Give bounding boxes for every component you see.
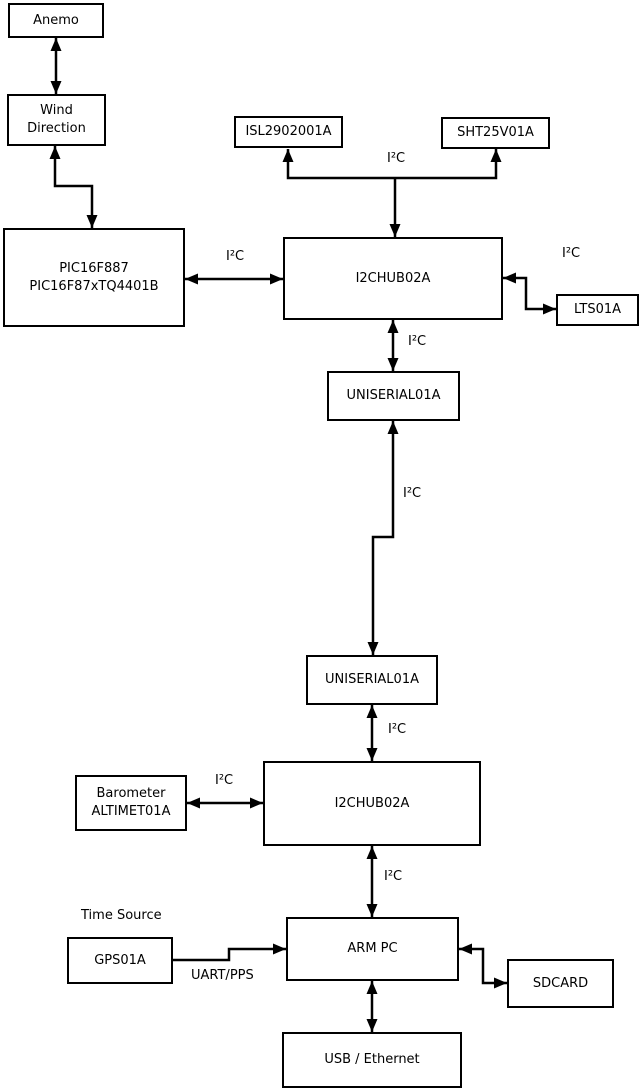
box-uniserial-2-label: UNISERIAL01A xyxy=(325,672,419,687)
box-anemometer-label: Anemo xyxy=(33,12,79,28)
connector-hub1-lts xyxy=(503,272,556,315)
box-pic-line1: PIC16F887 xyxy=(59,260,129,276)
label-i2c-hub-lts: I²C xyxy=(562,246,581,261)
connector-pic-hub1 xyxy=(185,273,283,285)
box-lts01a: LTS01A xyxy=(556,294,639,326)
box-sdcard-label: SDCARD xyxy=(532,975,589,991)
box-usb-ethernet-label: USB / Ethernet xyxy=(324,1052,420,1067)
box-wind-direction: Wind Direction xyxy=(7,94,106,146)
box-lts01a-label: LTS01A xyxy=(573,302,622,317)
box-uniserial-2: UNISERIAL01A xyxy=(306,655,438,705)
box-sht25v01a-label: SHT25V01A xyxy=(457,125,534,140)
box-i2c-hub-2-label: I2CHUB02A xyxy=(334,795,410,811)
box-arm-pc: ARM PC xyxy=(286,917,459,981)
box-wind-direction-line2: Direction xyxy=(27,121,86,136)
box-usb-ethernet: USB / Ethernet xyxy=(282,1032,462,1088)
connector-armpc-sdcard xyxy=(459,943,507,989)
label-uart-pps: UART/PPS xyxy=(191,968,254,983)
connector-hub1-uniserial1 xyxy=(387,320,399,371)
box-barometer-line2: ALTIMET01A xyxy=(91,804,171,819)
connector-uniserial-link xyxy=(367,421,399,655)
box-i2c-hub-1-label: I2CHUB02A xyxy=(355,270,431,286)
label-i2c-hub-uniserial: I²C xyxy=(408,334,427,349)
connector-anemo-wind xyxy=(50,38,62,94)
box-pic-microcontroller: PIC16F887 PIC16F87xTQ4401B xyxy=(3,228,185,327)
box-gps01a-label: GPS01A xyxy=(94,952,146,968)
box-i2c-hub-2: I2CHUB02A xyxy=(263,761,481,846)
box-pic-line2: PIC16F87xTQ4401B xyxy=(29,278,159,294)
label-i2c-pic-hub: I²C xyxy=(226,249,245,264)
label-i2c-isl-sht-bus: I²C xyxy=(387,151,406,166)
box-barometer-line1: Barometer xyxy=(96,786,166,801)
box-uniserial-1-label: UNISERIAL01A xyxy=(346,388,441,403)
box-sdcard: SDCARD xyxy=(507,959,614,1008)
box-isl2902001a: ISL2902001A xyxy=(234,116,343,148)
box-arm-pc-label: ARM PC xyxy=(347,941,398,956)
box-gps01a: GPS01A xyxy=(67,937,173,984)
box-wind-direction-line1: Wind xyxy=(40,103,73,118)
box-isl2902001a-label: ISL2902001A xyxy=(245,124,332,139)
box-anemometer: Anemo xyxy=(8,3,104,38)
connector-uniserial2-hub2 xyxy=(366,705,378,761)
connector-hub2-armpc xyxy=(366,846,378,917)
label-i2c-barometer: I²C xyxy=(215,773,234,788)
label-time-source: Time Source xyxy=(81,908,162,923)
label-i2c-uniserial-hub2: I²C xyxy=(388,722,407,737)
connector-gps-armpc xyxy=(173,943,286,962)
box-barometer: Barometer ALTIMET01A xyxy=(75,775,187,831)
connector-wind-pic xyxy=(49,146,98,228)
box-i2c-hub-1: I2CHUB02A xyxy=(283,237,503,320)
connector-hub1-isl-sht xyxy=(282,149,502,237)
connector-armpc-usb xyxy=(366,981,378,1032)
label-i2c-uniserial-link: I²C xyxy=(403,486,422,501)
connector-barometer-hub2 xyxy=(187,797,263,809)
box-uniserial-1: UNISERIAL01A xyxy=(327,371,460,421)
box-sht25v01a: SHT25V01A xyxy=(441,117,550,149)
label-i2c-hub2-armpc: I²C xyxy=(384,869,403,884)
